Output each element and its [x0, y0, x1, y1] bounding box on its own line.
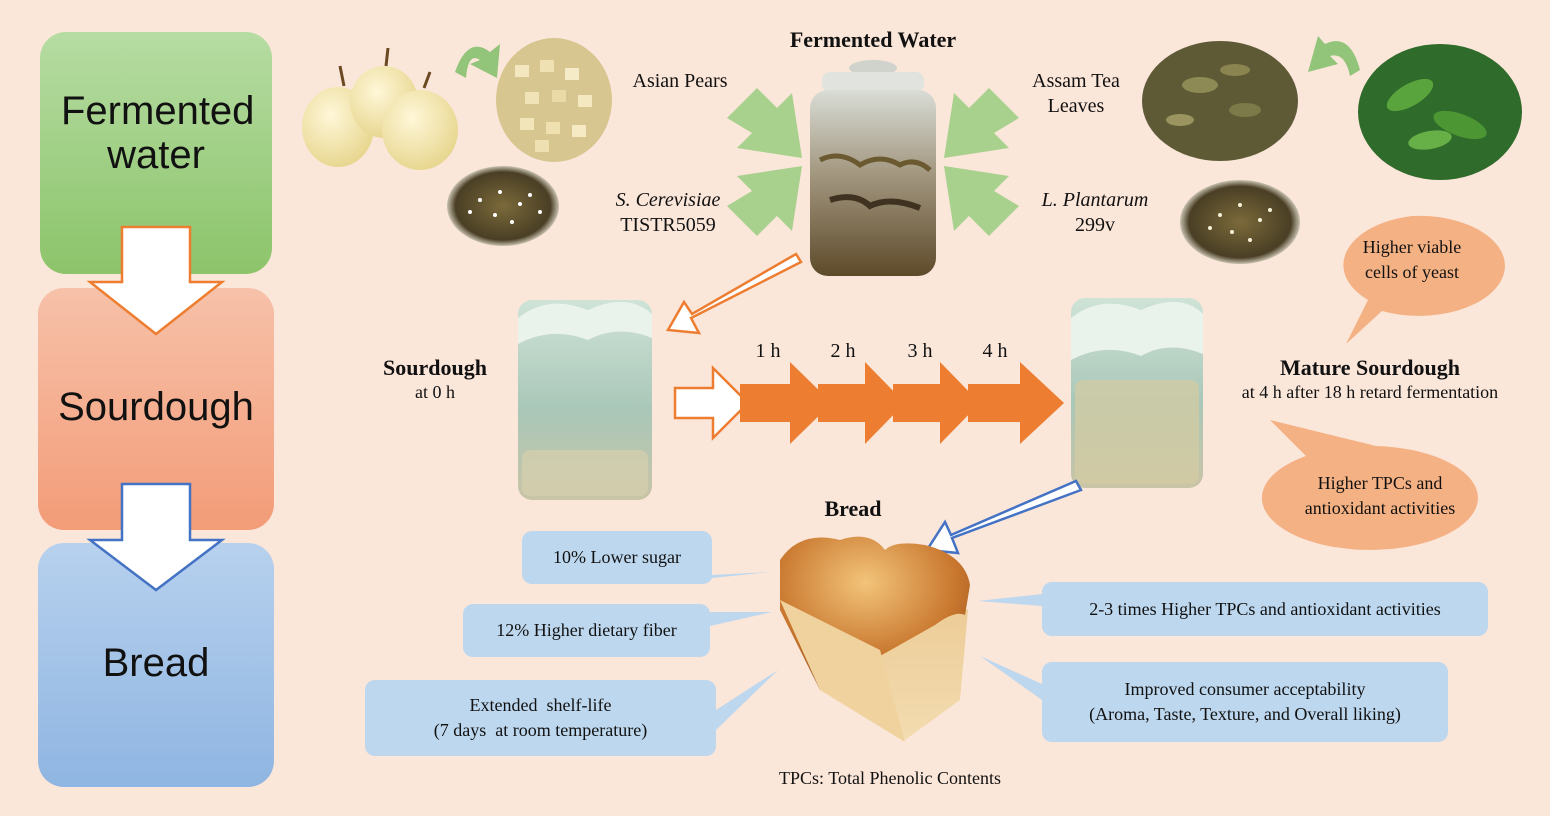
arrow-jar-to-sourdough — [665, 252, 803, 335]
stage-sourdough: Sourdough — [38, 288, 274, 530]
fiber-callout-text: 12% Higher dietary fiber — [496, 620, 677, 640]
callout-sugar — [522, 531, 770, 585]
yeast-callout-line2: cells of yeast — [1365, 262, 1459, 282]
callout-fiber — [463, 604, 772, 657]
arrow-sourdough-to-bread — [924, 479, 1083, 555]
mature-sourdough-subtitle: at 4 h after 18 h retard fermentation — [1241, 382, 1499, 402]
orange-arrow-2h — [818, 362, 905, 444]
curved-arrow-pears — [455, 44, 500, 78]
consumer-callout-text: Improved consumer acceptability (Aroma, … — [1042, 662, 1448, 742]
l-plantarum-name: L. Plantarum — [1041, 189, 1149, 211]
hour-label-2: 2 h — [830, 340, 856, 362]
shelf-life-line2: (7 days at room temperature) — [433, 720, 648, 740]
yeast-plate-image — [447, 166, 559, 246]
yeast-callout-text: Higher viable cells of yeast — [1332, 232, 1492, 288]
shelf-life-callout-text: Extended shelf-life (7 days at room temp… — [365, 680, 716, 756]
asian-pears-image — [302, 47, 458, 170]
sourdough-title: Sourdough — [383, 355, 487, 380]
stage-fermented-water-label: Fermented water — [61, 89, 255, 177]
s-cerevisiae-label: S. Cerevisiae TISTR5059 — [578, 188, 758, 238]
green-arrow-lower-right — [944, 166, 1019, 236]
green-arrow-upper-left — [727, 88, 802, 158]
curved-arrow-tea — [1308, 36, 1360, 76]
fermented-water-title: Fermented Water — [789, 27, 957, 52]
tpc-callout-line1: Higher TPCs and — [1317, 473, 1443, 493]
shelf-life-line1: Extended shelf-life — [469, 695, 612, 715]
sourdough-0h-label: Sourdough at 0 h — [360, 355, 510, 405]
s-cerevisiae-name: S. Cerevisiae — [615, 189, 721, 211]
stage-box-bread — [38, 543, 274, 787]
stage-box-fermented-water — [40, 32, 272, 274]
stage-arrow-orange — [86, 225, 226, 336]
tpc-callout-line2: antioxidant activities — [1304, 498, 1456, 518]
diced-pears-image — [496, 38, 612, 162]
green-arrow-upper-right — [944, 88, 1019, 158]
green-arrow-lower-left — [727, 166, 802, 236]
stage-arrow-blue — [86, 482, 226, 592]
yeast-callout-line1: Higher viable — [1362, 237, 1462, 257]
orange-arrow-1h — [740, 362, 832, 444]
callout-shelf-life — [365, 670, 778, 756]
lactobacillus-plate-image — [1180, 180, 1300, 264]
sourdough-subtitle: at 0 h — [415, 382, 455, 402]
tpc-high-callout-text: 2-3 times Higher TPCs and antioxidant ac… — [1089, 598, 1441, 619]
sourdough-jar-mature-image — [1071, 298, 1203, 488]
footnote: TPCs: Total Phenolic Contents — [779, 768, 1001, 788]
s-cerevisiae-strain: TISTR5059 — [620, 214, 716, 236]
assam-tea-label-line2: Leaves — [1047, 95, 1105, 117]
asian-pears-label: Asian Pears — [632, 70, 728, 92]
sugar-callout-text: 10% Lower sugar — [553, 547, 681, 567]
stage-bread-label: Bread — [102, 641, 210, 685]
bread-title: Bread — [824, 496, 882, 521]
l-plantarum-label: L. Plantarum 299v — [1010, 188, 1180, 238]
stage-bread: Bread — [38, 543, 274, 787]
mature-sourdough-label: Mature Sourdough at 4 h after 18 h retar… — [1210, 355, 1530, 405]
stage-box-sourdough — [38, 288, 274, 530]
fresh-tea-leaves-image — [1358, 44, 1522, 180]
assam-tea-label: Assam Tea Leaves — [1006, 69, 1146, 119]
fermented-water-jar-image — [810, 60, 936, 276]
stage-fermented-water: Fermented water — [40, 32, 272, 274]
l-plantarum-strain: 299v — [1075, 214, 1115, 236]
callout-tpc-high — [978, 582, 1488, 636]
tpc-callout-text: Higher TPCs and antioxidant activities — [1270, 468, 1490, 524]
yeast-callout-bubble — [1343, 215, 1505, 344]
stage-sourdough-label: Sourdough — [58, 385, 254, 429]
hour-label-1: 1 h — [755, 340, 781, 362]
mature-sourdough-title: Mature Sourdough — [1280, 355, 1460, 380]
hour-label-3: 3 h — [907, 340, 933, 362]
arrow-start-hollow — [673, 364, 750, 442]
consumer-line1: Improved consumer acceptability — [1124, 679, 1366, 699]
orange-arrow-3h — [893, 362, 980, 444]
assam-tea-leaves-image — [1142, 41, 1298, 161]
tpc-callout-bubble — [1261, 420, 1478, 550]
orange-arrow-4h — [968, 362, 1064, 444]
bread-loaf-image — [780, 536, 970, 742]
consumer-line2: (Aroma, Taste, Texture, and Overall liki… — [1089, 704, 1401, 724]
callout-consumer — [980, 656, 1448, 742]
sourdough-jar-0h-image — [518, 300, 652, 500]
hour-label-4: 4 h — [982, 340, 1008, 362]
assam-tea-label-line1: Assam Tea — [1032, 70, 1120, 92]
